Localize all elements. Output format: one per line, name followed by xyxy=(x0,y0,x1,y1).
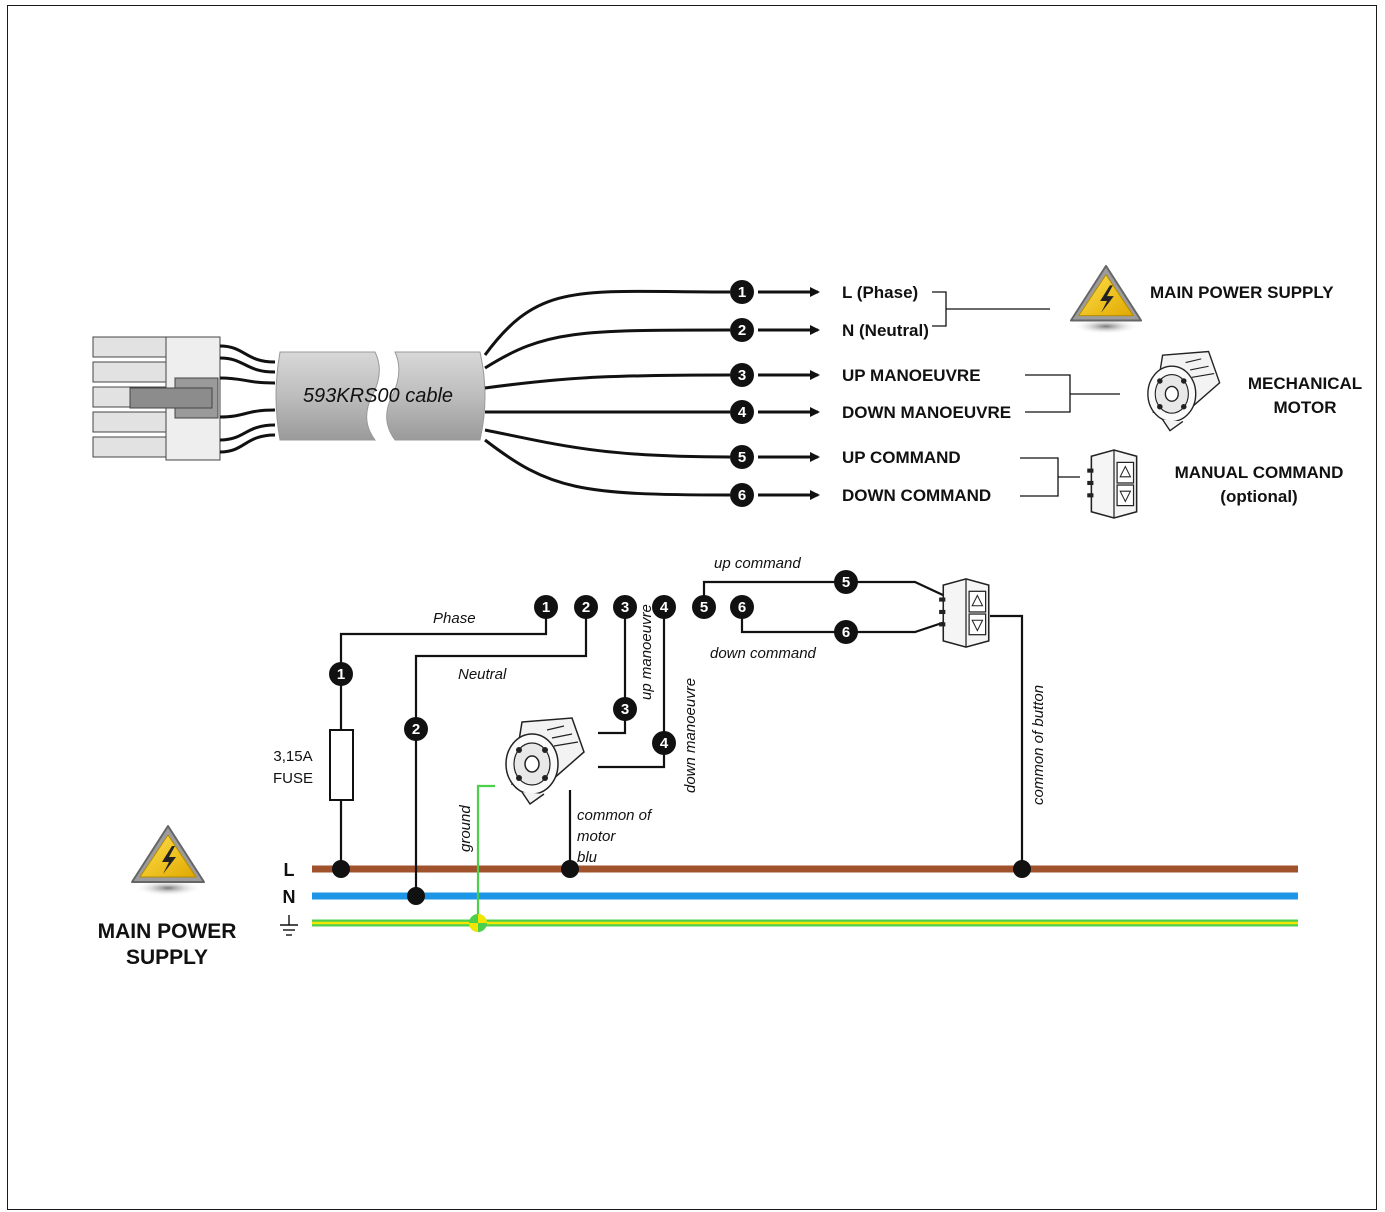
badge-2: 2 xyxy=(404,717,428,741)
svg-text:1: 1 xyxy=(337,666,345,683)
output-row-6: 6 DOWN COMMAND xyxy=(730,483,991,507)
svg-text:1: 1 xyxy=(542,599,550,616)
connector-wires xyxy=(219,344,276,454)
group-command-label-2: (optional) xyxy=(1220,487,1297,506)
svg-text:6: 6 xyxy=(738,599,746,616)
motor-icon-schematic xyxy=(505,717,585,805)
output-number: 4 xyxy=(738,404,747,421)
badge-6: 6 xyxy=(834,620,858,644)
label-down-manoeuvre: down manoeuvre xyxy=(682,678,699,793)
label-common-button: common of button xyxy=(1030,685,1047,805)
connector-icon xyxy=(92,336,221,461)
label-common-motor-3: blu xyxy=(577,849,598,866)
junction-dots xyxy=(332,860,1031,905)
cable-label: 593KRS00 cable xyxy=(303,385,453,407)
output-row-4: 4 DOWN MANOEUVRE xyxy=(730,400,1011,424)
ground-junction xyxy=(469,914,487,932)
svg-text:5: 5 xyxy=(842,574,850,591)
svg-text:4: 4 xyxy=(660,735,669,752)
svg-text:6: 6 xyxy=(842,624,850,641)
bus-label-L: L xyxy=(284,860,295,880)
group-command-label-1: MANUAL COMMAND xyxy=(1175,463,1344,482)
svg-text:2: 2 xyxy=(582,599,590,616)
label-ground: ground xyxy=(457,805,474,852)
label-down-command: down command xyxy=(710,645,817,662)
badge-3: 3 xyxy=(613,595,637,619)
output-row-1: 1 L (Phase) xyxy=(730,280,918,304)
cable-icon: 593KRS00 cable xyxy=(275,351,486,441)
group-power-label: MAIN POWER SUPPLY xyxy=(1150,283,1334,302)
output-badge xyxy=(730,400,754,424)
switch-icon xyxy=(1086,449,1138,519)
output-badge xyxy=(730,363,754,387)
badge-4: 4 xyxy=(652,731,676,755)
label-neutral: Neutral xyxy=(458,666,507,683)
badge-4: 4 xyxy=(652,595,676,619)
diagram-frame xyxy=(7,5,1377,1210)
output-label: DOWN COMMAND xyxy=(842,486,991,505)
fuse-label-1: 3,15A xyxy=(273,748,312,765)
warning-icon-bottom xyxy=(131,825,205,897)
group-brackets xyxy=(932,291,1120,497)
schematic-badges: 1 2 3 4 5 6 1 2 3 4 5 6 xyxy=(329,570,858,755)
badge-5: 5 xyxy=(834,570,858,594)
warning-icon xyxy=(1069,264,1143,336)
badge-6: 6 xyxy=(730,595,754,619)
output-label: L (Phase) xyxy=(842,283,918,302)
badge-2: 2 xyxy=(574,595,598,619)
label-common-motor-1: common of xyxy=(577,807,653,824)
svg-text:2: 2 xyxy=(412,721,420,738)
badge-1: 1 xyxy=(534,595,558,619)
output-badge xyxy=(730,445,754,469)
ground-symbol-icon xyxy=(280,915,298,936)
badge-5: 5 xyxy=(692,595,716,619)
fuse-icon xyxy=(329,729,354,801)
output-label: UP MANOEUVRE xyxy=(842,366,981,385)
cable-fanout-wires xyxy=(483,289,731,497)
output-row-5: 5 UP COMMAND xyxy=(730,445,961,469)
output-label: N (Neutral) xyxy=(842,321,929,340)
switch-icon-schematic xyxy=(938,578,990,648)
group-motor-label-1: MECHANICAL xyxy=(1248,374,1362,393)
output-badge xyxy=(730,280,754,304)
output-number: 2 xyxy=(738,322,746,339)
output-row-2: 2 N (Neutral) xyxy=(730,318,929,342)
badge-1: 1 xyxy=(329,662,353,686)
output-label: DOWN MANOEUVRE xyxy=(842,403,1011,422)
motor-icon xyxy=(1147,350,1221,432)
ground-wire xyxy=(476,784,495,923)
label-up-command: up command xyxy=(714,555,801,572)
badge-3: 3 xyxy=(613,697,637,721)
svg-text:3: 3 xyxy=(621,701,629,718)
bus-title-1: MAIN POWER xyxy=(98,920,237,943)
label-common-motor-2: motor xyxy=(577,828,616,845)
bus-title-2: SUPPLY xyxy=(126,946,208,969)
bus-label-N: N xyxy=(283,887,296,907)
output-badge xyxy=(730,318,754,342)
output-number: 5 xyxy=(738,449,746,466)
output-number: 6 xyxy=(738,487,746,504)
label-phase: Phase xyxy=(433,610,476,627)
output-number: 1 xyxy=(738,284,746,301)
svg-text:4: 4 xyxy=(660,599,669,616)
output-badge xyxy=(730,483,754,507)
label-up-manoeuvre: up manoeuvre xyxy=(638,604,655,700)
svg-text:5: 5 xyxy=(700,599,708,616)
fuse-label-2: FUSE xyxy=(273,770,313,787)
output-row-3: 3 UP MANOEUVRE xyxy=(730,363,981,387)
output-number: 3 xyxy=(738,367,746,384)
svg-text:3: 3 xyxy=(621,599,629,616)
group-motor-label-2: MOTOR xyxy=(1274,398,1337,417)
output-label: UP COMMAND xyxy=(842,448,961,467)
